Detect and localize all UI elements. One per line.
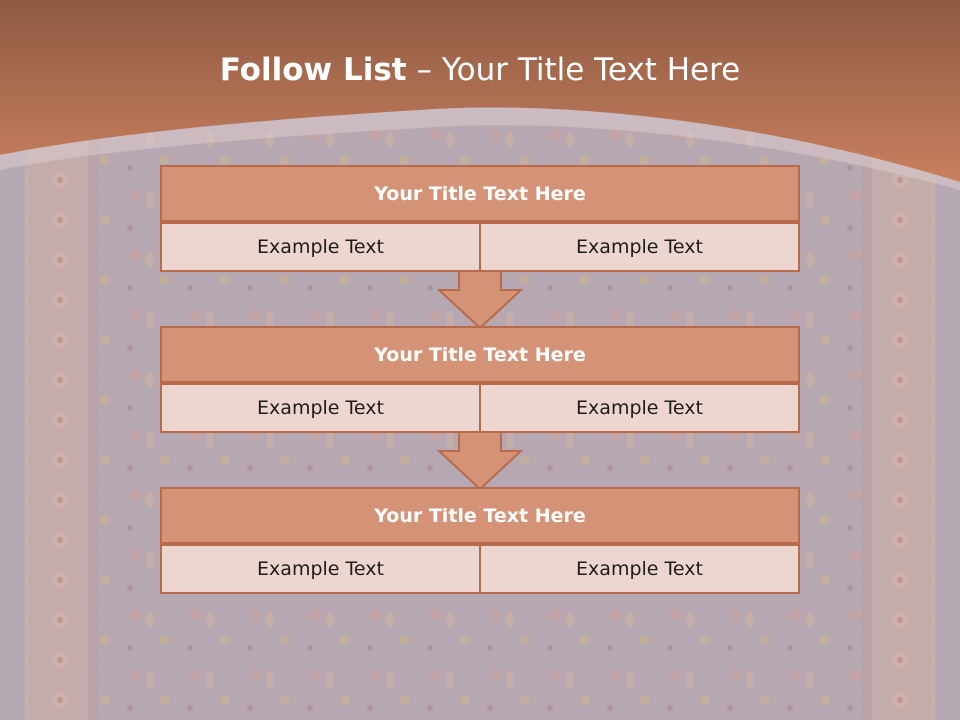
down-arrow-icon (437, 270, 523, 330)
slide-title: Follow List – Your Title Text Here (0, 52, 960, 88)
down-arrow-icon (437, 431, 523, 491)
step-1-heading: Your Title Text Here (160, 165, 800, 222)
step-2: Your Title Text Here Example Text Exampl… (160, 326, 800, 433)
step-3: Your Title Text Here Example Text Exampl… (160, 487, 800, 594)
step-1: Your Title Text Here Example Text Exampl… (160, 165, 800, 272)
title-rest: – Your Title Text Here (406, 52, 741, 88)
step-1-left-cell: Example Text (160, 222, 480, 272)
step-2-heading: Your Title Text Here (160, 326, 800, 383)
title-strong: Follow List (219, 52, 407, 88)
step-2-left-cell: Example Text (160, 383, 480, 433)
step-2-right-cell: Example Text (480, 383, 800, 433)
step-3-heading: Your Title Text Here (160, 487, 800, 544)
step-1-right-cell: Example Text (480, 222, 800, 272)
step-3-right-cell: Example Text (480, 544, 800, 594)
step-3-left-cell: Example Text (160, 544, 480, 594)
